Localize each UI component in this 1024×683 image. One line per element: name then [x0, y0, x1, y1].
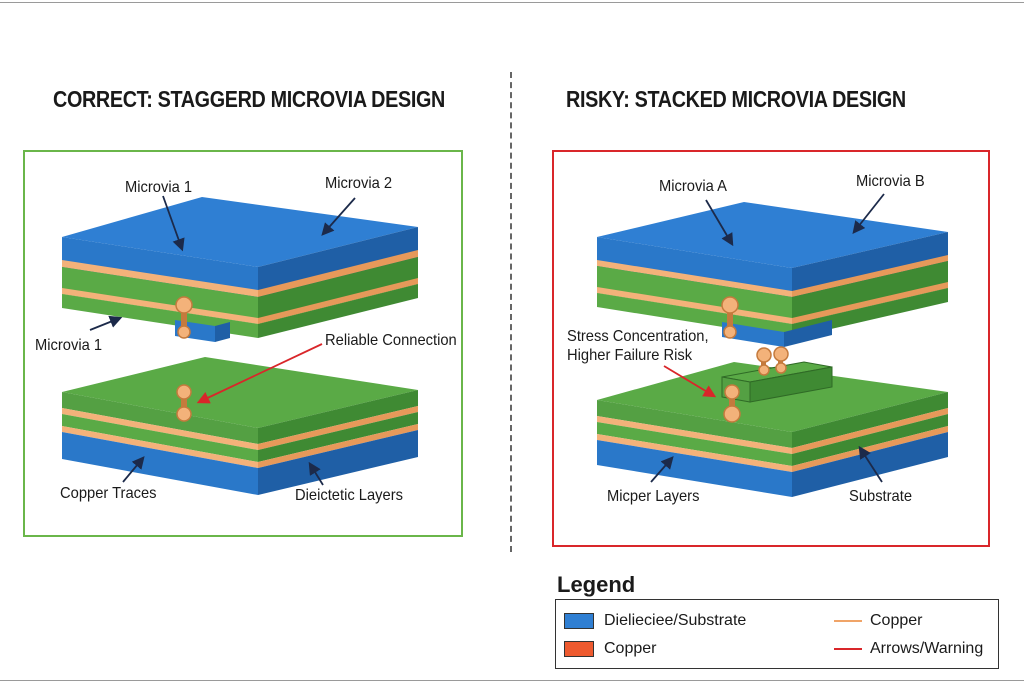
microvia-2-lower [176, 384, 192, 422]
arrow-copper-traces [122, 456, 145, 483]
lower-blue-front [62, 432, 258, 495]
right-title: RISKY: STACKED MICROVIA DESIGN [566, 86, 906, 112]
label-micper-layers: Micper Layers [607, 488, 700, 505]
legend-label-copper-line: Copper [870, 612, 923, 629]
bottom-rule [0, 680, 1024, 681]
legend-item-copper-line: Copper [834, 612, 922, 630]
legend-box: Dielieciee/Substrate Copper Copper Arrow… [555, 599, 999, 669]
upper-copper-layer-2-front [62, 288, 258, 324]
label-reliable-connection: Reliable Connection [325, 332, 457, 349]
microvia-a-upper [721, 296, 739, 339]
legend-line-arrows [834, 648, 862, 650]
arrow-substrate [858, 445, 883, 483]
lower-stack-top-face [62, 357, 418, 428]
legend-label-arrows: Arrows/Warning [870, 640, 984, 657]
legend-swatch-copper [564, 641, 594, 657]
label-microvia-a: Microvia A [659, 178, 727, 195]
upper-copper-layer-2-side [258, 278, 418, 324]
right-panel: Microvia A Microvia B Stress Concentrati… [552, 150, 990, 547]
microvia-b-lower [723, 384, 741, 423]
upper-green-side [258, 257, 418, 324]
lower-stack-right [597, 346, 948, 497]
arrow-microvia-1-top [162, 195, 185, 252]
upper-green-front [62, 267, 258, 324]
arrow-stress-concentration [663, 365, 717, 398]
lower-copper-2-front [62, 426, 258, 468]
arrow-micper-layers [650, 456, 674, 483]
top-rule [0, 2, 1024, 3]
lower-copper-1-front [62, 408, 258, 450]
label-copper-traces: Copper Traces [60, 485, 157, 502]
label-substrate: Substrate [849, 488, 913, 505]
label-dielectric-layers: Dieictetic Layers [295, 487, 403, 504]
label-microvia-2: Microvia 2 [325, 175, 393, 192]
label-stress-line1: Stress Concentration, [567, 328, 709, 345]
arrow-microvia-a [705, 199, 734, 247]
upper-stack-right [597, 202, 948, 347]
legend-swatch-blue [564, 613, 594, 629]
legend-line-copper [834, 620, 862, 622]
left-title: CORRECT: STAGGERD MICROVIA DESIGN [53, 86, 445, 112]
lower-stack [62, 357, 418, 495]
left-panel: Microvia 1 Microvia 2 Microvia 1 Reliabl… [23, 150, 463, 537]
stacked-diagram [597, 193, 948, 497]
label-microvia-b: Microvia B [856, 173, 925, 190]
arrow-dielectric-layers [308, 461, 324, 486]
arrow-reliable-connection [196, 343, 323, 404]
arrow-microvia-1-side [89, 315, 123, 331]
legend-item-copper-box: Copper [564, 640, 656, 658]
label-microvia-1-top: Microvia 1 [125, 179, 193, 196]
upper-stack-top-face [62, 197, 418, 267]
stacked-trace-bar-side [749, 366, 833, 403]
label-stress-line2: Higher Failure Risk [567, 347, 693, 364]
upper-stack [62, 197, 418, 342]
upper-copper-layer-1-front [62, 260, 258, 297]
legend-label-copper-box: Copper [604, 640, 657, 657]
legend-item-dielectric: Dielieciee/Substrate [564, 612, 746, 630]
lower-green-front [62, 392, 258, 444]
panel-divider [510, 72, 512, 552]
legend-item-arrows: Arrows/Warning [834, 640, 983, 658]
arrow-microvia-2 [321, 197, 356, 236]
legend-title: Legend [557, 572, 636, 597]
microvia-1-upper [175, 296, 193, 339]
staggered-diagram [62, 195, 418, 495]
legend-label-dielectric: Dielieciee/Substrate [604, 612, 747, 629]
arrow-microvia-b [852, 193, 885, 234]
stacked-via-pair [756, 346, 789, 376]
label-microvia-1-side: Microvia 1 [35, 337, 103, 354]
upper-green-bottom-side [258, 284, 418, 338]
upper-copper-layer-1-side [258, 250, 418, 297]
